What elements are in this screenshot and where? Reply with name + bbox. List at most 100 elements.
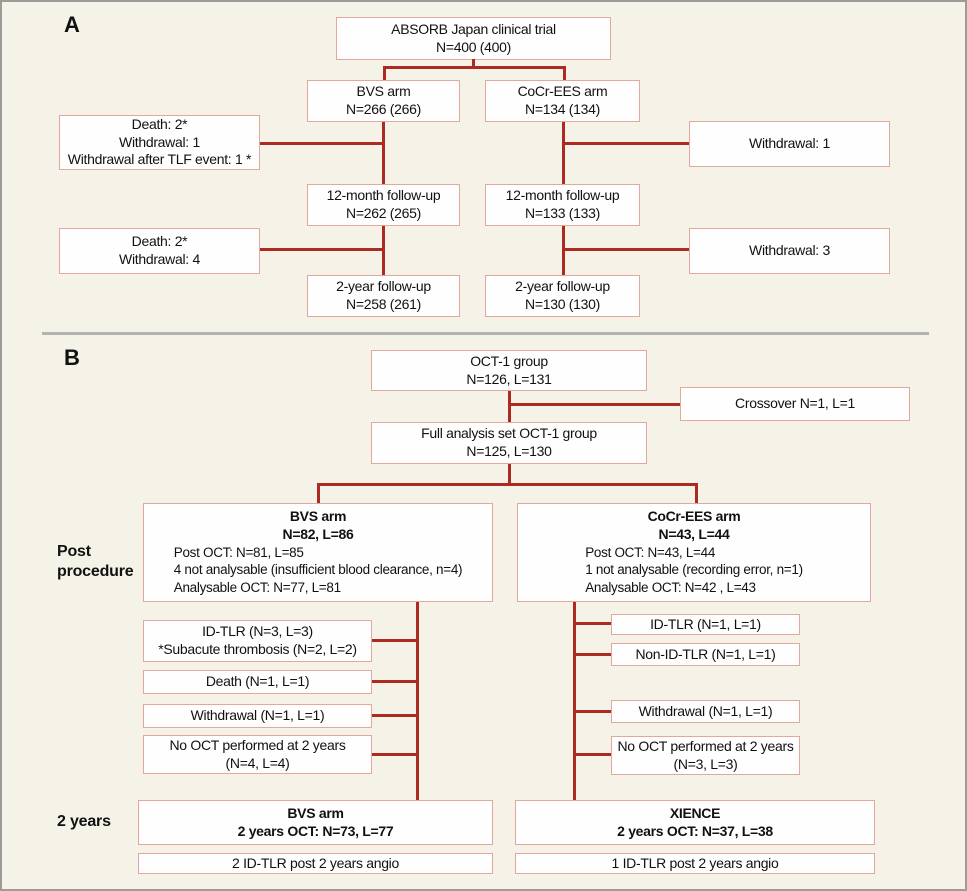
connector-line bbox=[573, 602, 576, 800]
detail-line: Analysable OCT: N=77, L=81 bbox=[173, 579, 341, 595]
box-bvs-arm-b-n: N=82, L=86 bbox=[282, 526, 354, 543]
detail-line: Analysable OCT: N=42 , L=43 bbox=[585, 579, 756, 595]
connector-line bbox=[695, 483, 698, 503]
box-cocr-2y-a-line2: N=130 (130) bbox=[525, 296, 600, 312]
box-xience-2y-title: XIENCE bbox=[669, 804, 721, 821]
connector-line bbox=[382, 226, 385, 275]
connector-line bbox=[260, 248, 382, 251]
box-xience-2y-n: 2 years OCT: N=37, L=38 bbox=[617, 822, 773, 839]
box-bvs-2y-b-title: BVS arm bbox=[287, 804, 344, 821]
connector-line bbox=[576, 753, 611, 756]
excl-line: *Subacute thrombosis (N=2, L=2) bbox=[158, 641, 357, 657]
box-cocr-excl-non-idtlr: Non-ID-TLR (N=1, L=1) bbox=[611, 643, 800, 666]
excl-line: Withdrawal: 1 bbox=[119, 133, 200, 150]
connector-line bbox=[383, 66, 386, 81]
box-bvs-2y-a: 2-year follow-up N=258 (261) bbox=[307, 275, 460, 317]
box-excl-cocr-2y: Withdrawal: 3 bbox=[689, 228, 890, 274]
box-bvs-2y-b-n: 2 years OCT: N=73, L=77 bbox=[237, 822, 394, 839]
connector-line bbox=[372, 714, 416, 717]
box-excl-bvs-12m: Death: 2* Withdrawal: 1 Withdrawal after… bbox=[59, 115, 260, 170]
box-crossover: Crossover N=1, L=1 bbox=[680, 387, 910, 421]
excl-line: No OCT performed at 2 years bbox=[169, 736, 346, 753]
panel-a-label: A bbox=[64, 12, 80, 37]
connector-line bbox=[260, 142, 382, 145]
box-cocr-excl-withdrawal: Withdrawal (N=1, L=1) bbox=[611, 700, 800, 723]
box-cocr-12m-line2: N=133 (133) bbox=[525, 205, 600, 221]
panel-divider bbox=[42, 332, 929, 335]
box-bvs-excl-death: Death (N=1, L=1) bbox=[143, 670, 372, 694]
box-bvs-arm-a-line1: BVS arm bbox=[356, 83, 411, 100]
box-cocr-arm-b: CoCr-EES arm N=43, L=44 Post OCT: N=43, … bbox=[517, 503, 871, 602]
box-cocr-arm-a: CoCr-EES arm N=134 (134) bbox=[485, 80, 640, 122]
connector-line bbox=[317, 483, 320, 503]
excl-line: No OCT performed at 2 years bbox=[617, 737, 794, 754]
box-full-analysis-line2: N=125, L=130 bbox=[466, 443, 552, 459]
box-cocr-excl-no-oct: No OCT performed at 2 years (N=3, L=3) bbox=[611, 736, 800, 775]
box-bvs-arm-a: BVS arm N=266 (266) bbox=[307, 80, 460, 122]
detail-line: 1 not analysable (recording error, n=1) bbox=[585, 562, 803, 578]
excl-line: Withdrawal: 4 bbox=[119, 251, 200, 267]
connector-line bbox=[563, 66, 566, 81]
connector-line bbox=[562, 122, 565, 184]
box-bvs-12m-line2: N=262 (265) bbox=[346, 205, 421, 221]
box-xience-2y: XIENCE 2 years OCT: N=37, L=38 bbox=[515, 800, 875, 845]
box-bvs-12m: 12-month follow-up N=262 (265) bbox=[307, 184, 460, 226]
connector-line bbox=[508, 391, 511, 422]
connector-line bbox=[383, 66, 566, 69]
box-oct1-group-line2: N=126, L=131 bbox=[466, 370, 552, 387]
connector-line bbox=[562, 226, 565, 275]
box-cocr-excl-idtlr: ID-TLR (N=1, L=1) bbox=[611, 614, 800, 635]
connector-line bbox=[510, 403, 680, 406]
box-crossover-line1: Crossover N=1, L=1 bbox=[735, 395, 855, 412]
box-bvs-excl-idtlr: ID-TLR (N=3, L=3) *Subacute thrombosis (… bbox=[143, 620, 372, 662]
box-bvs-post-angio-line1: 2 ID-TLR post 2 years angio bbox=[232, 854, 399, 871]
box-bvs-arm-a-line2: N=266 (266) bbox=[346, 101, 421, 117]
panel-b-label: B bbox=[64, 345, 80, 370]
box-bvs-2y-a-line2: N=258 (261) bbox=[346, 296, 421, 312]
detail-line: 4 not analysable (insufficient blood cle… bbox=[173, 562, 463, 578]
box-bvs-excl-withdrawal: Withdrawal (N=1, L=1) bbox=[143, 704, 372, 728]
box-bvs-excl-no-oct: No OCT performed at 2 years (N=4, L=4) bbox=[143, 735, 372, 774]
box-bvs-arm-b-title: BVS arm bbox=[289, 508, 347, 525]
connector-line bbox=[416, 602, 419, 800]
box-absorb-trial-line1: ABSORB Japan clinical trial bbox=[391, 20, 556, 37]
excl-line: ID-TLR (N=1, L=1) bbox=[650, 615, 761, 632]
excl-line: Withdrawal after TLF event: 1 * bbox=[67, 151, 252, 168]
box-cocr-2y-a-line1: 2-year follow-up bbox=[515, 278, 610, 295]
detail-line: Post OCT: N=43, L=44 bbox=[585, 544, 716, 560]
box-oct1-group: OCT-1 group N=126, L=131 bbox=[371, 350, 647, 391]
excl-line: Withdrawal (N=1, L=1) bbox=[638, 702, 773, 719]
detail-line: Post OCT: N=81, L=85 bbox=[173, 544, 304, 560]
connector-line bbox=[565, 142, 689, 145]
connector-line bbox=[576, 653, 611, 656]
row-label-post-procedure: Post procedure bbox=[57, 543, 134, 580]
connector-line bbox=[372, 639, 416, 642]
connector-line bbox=[576, 710, 611, 713]
box-bvs-arm-b-details: Post OCT: N=81, L=85 4 not analysable (i… bbox=[144, 544, 492, 597]
box-cocr-arm-b-details: Post OCT: N=43, L=44 1 not analysable (r… bbox=[518, 544, 870, 597]
connector-line bbox=[565, 248, 689, 251]
box-absorb-trial-line2: N=400 (400) bbox=[436, 38, 511, 55]
row-label-2-years: 2 years bbox=[57, 813, 111, 830]
box-bvs-2y-b: BVS arm 2 years OCT: N=73, L=77 bbox=[138, 800, 493, 845]
connector-line bbox=[508, 464, 511, 485]
excl-line: Withdrawal: 3 bbox=[749, 242, 830, 259]
connector-line bbox=[317, 483, 698, 486]
box-cocr-12m-line1: 12-month follow-up bbox=[505, 187, 620, 204]
box-full-analysis-set: Full analysis set OCT-1 group N=125, L=1… bbox=[371, 422, 647, 464]
excl-line: Non-ID-TLR (N=1, L=1) bbox=[635, 645, 776, 662]
box-bvs-post-angio: 2 ID-TLR post 2 years angio bbox=[138, 853, 493, 874]
excl-line: Death: 2* bbox=[131, 233, 188, 250]
box-cocr-arm-b-title: CoCr-EES arm bbox=[647, 508, 741, 525]
box-cocr-arm-a-line1: CoCr-EES arm bbox=[517, 83, 608, 100]
connector-line bbox=[576, 622, 611, 625]
box-excl-cocr-12m: Withdrawal: 1 bbox=[689, 121, 890, 167]
excl-line: (N=3, L=3) bbox=[673, 755, 738, 772]
box-cocr-12m: 12-month follow-up N=133 (133) bbox=[485, 184, 640, 226]
box-bvs-arm-b: BVS arm N=82, L=86 Post OCT: N=81, L=85 … bbox=[143, 503, 493, 602]
box-absorb-trial: ABSORB Japan clinical trial N=400 (400) bbox=[336, 17, 611, 60]
connector-line bbox=[372, 680, 416, 683]
box-cocr-2y-a: 2-year follow-up N=130 (130) bbox=[485, 275, 640, 317]
box-cocr-arm-b-n: N=43, L=44 bbox=[658, 526, 730, 543]
